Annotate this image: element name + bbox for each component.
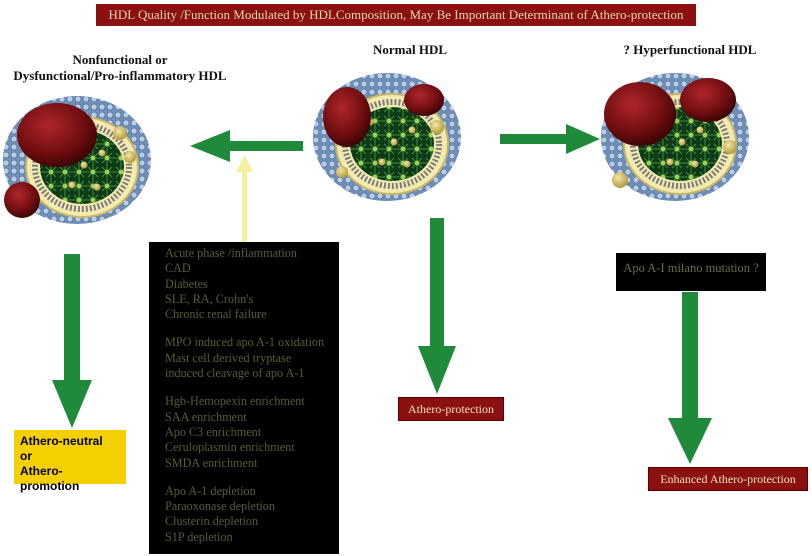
factor-group-enrichment: Hgb-Hemopexin enrichment SAA enrichment … [165, 394, 339, 470]
list-item: SLE, RA, Crohn's [165, 291, 254, 306]
hdl-particle-icon [2, 95, 152, 225]
list-item: Apo A-1 depletion [165, 483, 256, 498]
arrow-dysfunctional-down [52, 254, 92, 428]
arrow-mutation-down [668, 292, 712, 464]
title-line: Nonfunctional or [72, 52, 168, 67]
modulating-factors-box: Acute phase /inflammation CAD Diabetes S… [149, 242, 339, 554]
list-item: Chronic renal failure [165, 307, 267, 322]
dysfunctional-hdl-title: Nonfunctional or Dysfunctional/Pro-infla… [0, 52, 240, 84]
hyperfunctional-hdl-title: ? Hyperfunctional HDL [623, 42, 757, 57]
list-item: induced cleavage of apo A-1 [165, 366, 305, 381]
athero-neutral-box: Athero-neutral or Athero-promotion [14, 430, 126, 493]
mutation-box: Apo A-I milano mutation ? [616, 253, 766, 291]
athero-protection-box: Athero-protection [398, 397, 504, 421]
factor-group-depletion: Apo A-1 depletion Paraoxonase depletion … [165, 484, 339, 545]
arrow-to-hyperfunctional [500, 124, 600, 154]
title-line: Dysfunctional/Pro-inflammatory HDL [13, 68, 227, 83]
outcome-line: Athero-neutral [20, 434, 103, 448]
arrow-normal-down [418, 218, 456, 394]
list-item: Apo C3 enrichment [165, 424, 262, 439]
list-item: Mast cell derived tryptase [165, 350, 292, 365]
outcome-line: Athero-promotion [20, 464, 80, 493]
normal-hdl-title: Normal HDL [372, 42, 448, 57]
factor-group-disease: Acute phase /inflammation CAD Diabetes S… [165, 246, 339, 322]
list-item: Paraoxonase depletion [165, 499, 275, 514]
list-item: Hgb-Hemopexin enrichment [165, 394, 305, 409]
list-item: S1P depletion [165, 529, 233, 544]
enhanced-athero-protection-box: Enhanced Athero-protection [648, 467, 808, 491]
list-item: Acute phase /inflammation [165, 246, 297, 260]
header-banner: HDL Quality /Function Modulated by HDLCo… [96, 4, 696, 26]
list-item: SMDA enrichment [165, 455, 258, 470]
hdl-particle-icon [600, 72, 750, 202]
list-item: Clusterin depletion [165, 514, 259, 529]
list-item: CAD [165, 261, 191, 276]
list-item: MPO induced apo A-1 oxidation [165, 335, 325, 350]
hdl-particle-icon [312, 72, 462, 202]
factor-group-modification: MPO induced apo A-1 oxidation Mast cell … [165, 335, 339, 381]
list-item: Ceruloplasmin enrichment [165, 440, 295, 455]
list-item: Diabetes [165, 276, 208, 291]
arrow-factors-up [236, 155, 253, 243]
arrow-to-dysfunctional [190, 130, 303, 162]
outcome-line: or [20, 449, 32, 463]
list-item: SAA enrichment [165, 409, 247, 424]
